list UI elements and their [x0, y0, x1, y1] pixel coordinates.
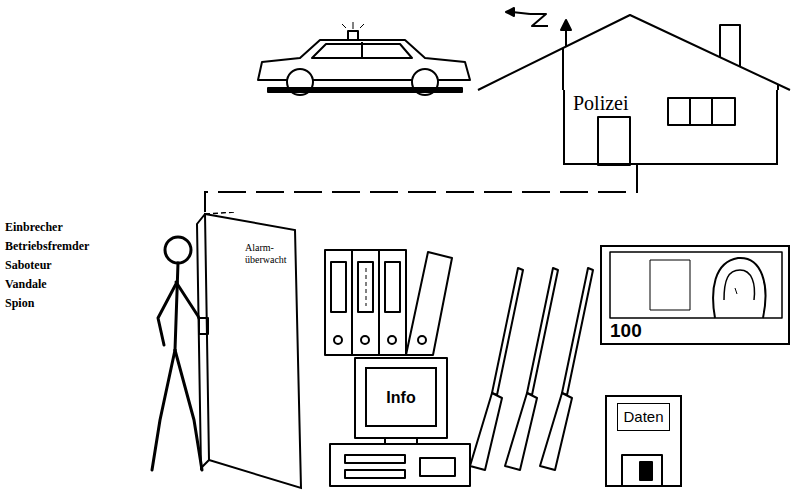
alarm-line: [205, 165, 637, 212]
intruder-list: EinbrecherBetriebsfremderSaboteurVandale…: [5, 218, 89, 313]
intruder-type: Betriebsfremder: [5, 237, 89, 256]
rifles: [470, 268, 593, 470]
radio-signal: [506, 8, 571, 47]
door-label: Alarm- überwacht: [245, 242, 299, 265]
floppy-disk: Daten: [605, 395, 682, 487]
police-car: [258, 22, 470, 95]
floppy-shutter: [622, 455, 662, 486]
door: Alarm- überwacht: [195, 212, 307, 490]
intruder-type: Saboteur: [5, 256, 89, 275]
computer: [330, 358, 470, 486]
screen-label: Info: [386, 388, 415, 407]
file-binders: [325, 250, 452, 355]
intruder-type: Vandale: [5, 275, 89, 294]
banknote: 100: [600, 245, 790, 345]
intruder-type: Spion: [5, 294, 89, 313]
police-station-walls: Polizei: [563, 90, 778, 165]
intruder-type: Einbrecher: [5, 218, 89, 237]
note-value: 100: [610, 320, 642, 342]
station-label: Polizei: [573, 92, 629, 115]
disk-label: Daten: [617, 403, 669, 431]
police-station: [478, 15, 790, 165]
monitor-screen: Info: [365, 367, 437, 427]
banknote-art: [610, 252, 782, 318]
